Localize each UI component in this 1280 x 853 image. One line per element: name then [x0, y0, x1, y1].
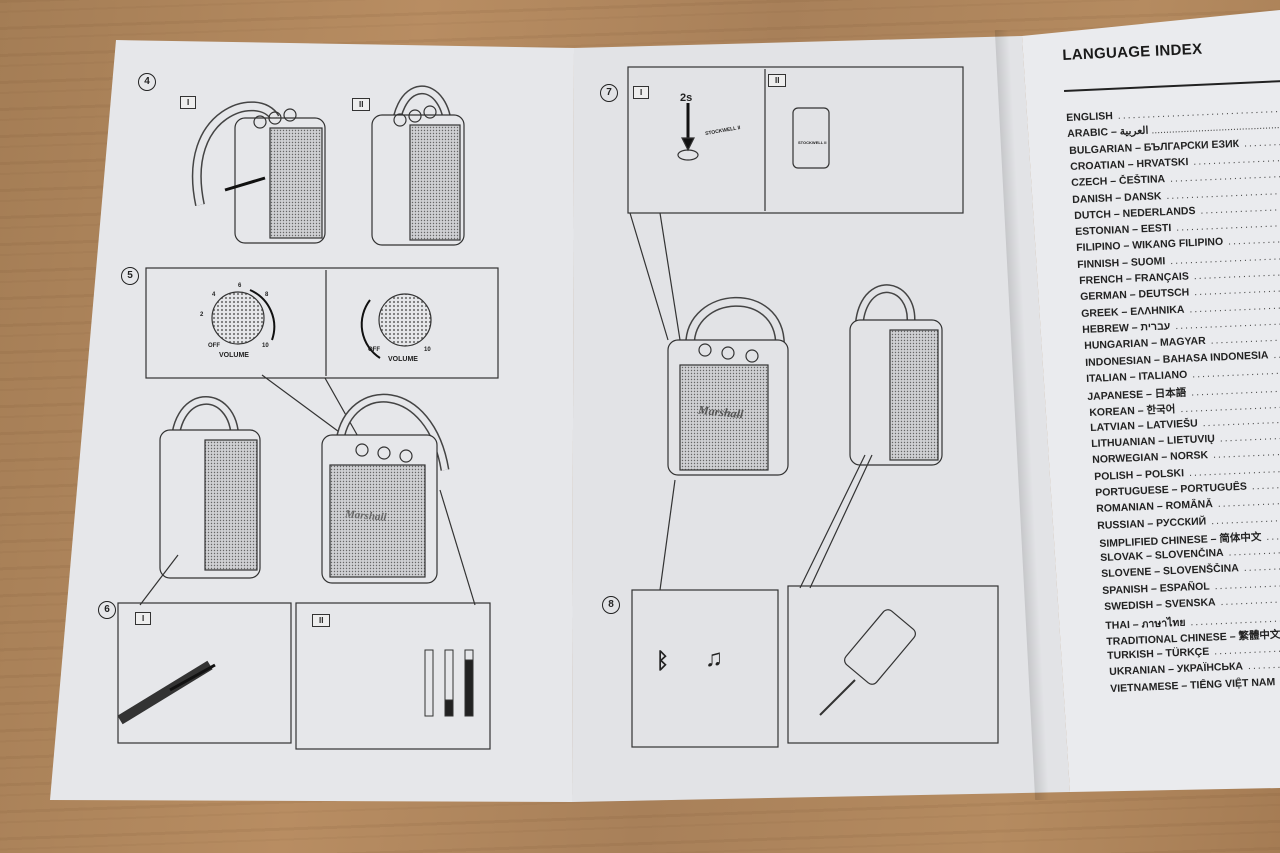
- volume-off-label: OFF: [208, 343, 220, 349]
- speaker-illustration-4-ii: [371, 85, 465, 246]
- bluetooth-panel: [631, 589, 779, 748]
- volume-knob-low: [378, 293, 432, 347]
- language-name: THAI – ภาษาไทย: [1104, 616, 1186, 633]
- panel-label-6-i: I: [135, 612, 152, 625]
- pairing-panel: [627, 66, 964, 214]
- volume-tick-2: 2: [200, 312, 204, 318]
- speaker-illustration-7-front: [667, 296, 789, 476]
- speaker-illustration-4-i: [191, 101, 326, 244]
- panel-label-4-i: I: [180, 96, 197, 109]
- step-number-5: 5: [121, 267, 139, 285]
- step-number-7: 7: [600, 84, 618, 102]
- charging-panel-i: [117, 602, 292, 744]
- volume-max-label: 10: [262, 343, 269, 349]
- battery-meters: [424, 649, 474, 717]
- panel-label-6-ii: II: [312, 614, 331, 627]
- volume-max-label-low: 10: [424, 347, 431, 353]
- phone-device-name: STOCKWELL II: [798, 140, 827, 145]
- step-number-8: 8: [602, 596, 620, 614]
- panel-label-7-i: I: [633, 86, 650, 99]
- speaker-illustration-5-left: [159, 396, 261, 579]
- step-number-4: 4: [138, 73, 156, 91]
- speaker-illustration-5-right: [321, 393, 450, 584]
- hold-duration-label: 2s: [680, 92, 693, 104]
- volume-tick-8: 8: [265, 292, 269, 298]
- charging-panel-ii: [295, 602, 491, 750]
- music-notes-icon: ♫: [705, 645, 723, 672]
- volume-label-high: VOLUME: [219, 352, 249, 359]
- volume-tick-6: 6: [238, 283, 242, 289]
- volume-label-low: VOLUME: [388, 356, 418, 363]
- volume-knob-high: [211, 291, 265, 345]
- volume-tick-4: 4: [212, 292, 216, 298]
- volume-panel: [145, 267, 499, 379]
- language-name: ENGLISH: [1066, 110, 1114, 124]
- panel-label-7-ii: II: [768, 74, 787, 87]
- usb-panel: [787, 585, 999, 744]
- phone-icon: [792, 107, 830, 169]
- volume-off-label-low: OFF: [368, 347, 380, 353]
- speaker-illustration-7-side: [849, 284, 943, 466]
- step-number-6: 6: [98, 601, 116, 619]
- panel-label-4-ii: II: [352, 98, 371, 111]
- smartphone-icon: [844, 609, 916, 685]
- bluetooth-icon: ᛒ: [656, 648, 670, 673]
